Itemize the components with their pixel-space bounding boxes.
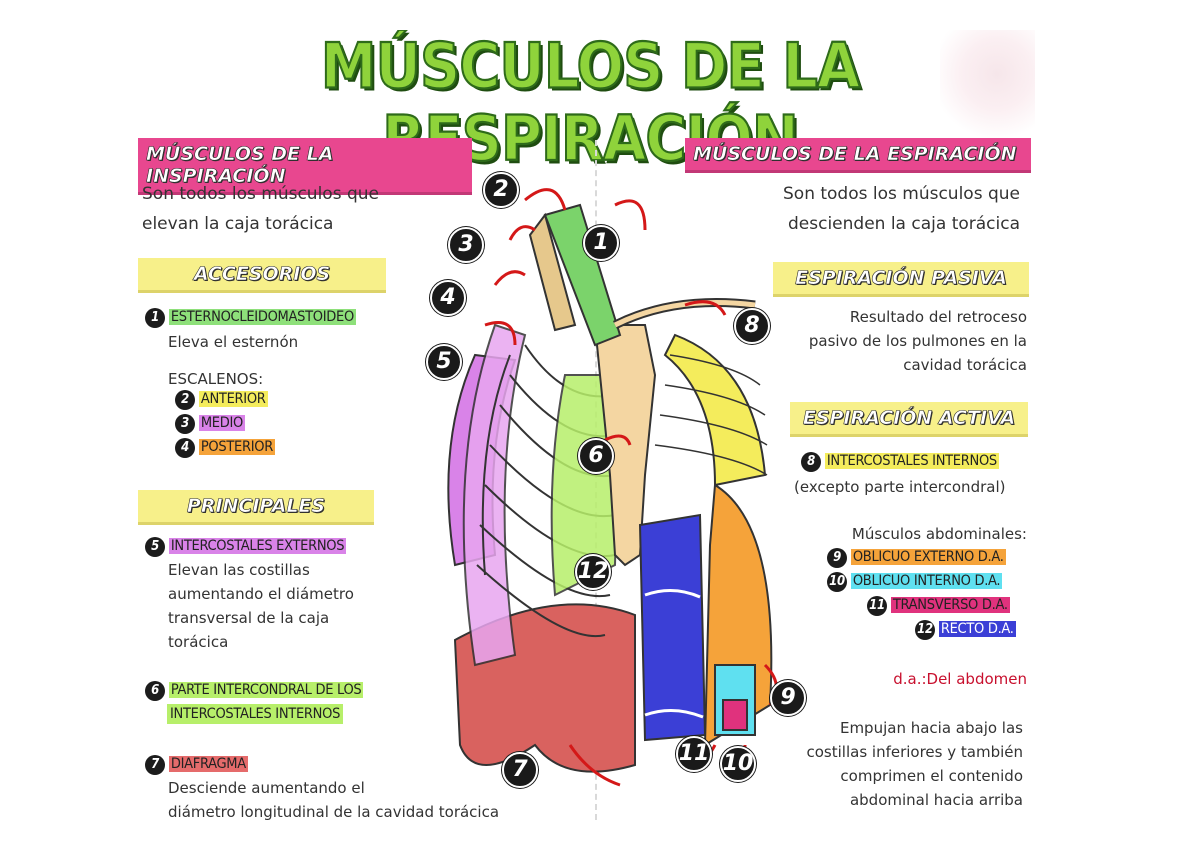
posterior-row: 4 POSTERIOR <box>172 437 278 458</box>
anterior-label: ANTERIOR <box>198 391 268 407</box>
diafragma-row: 7 DIAFRAGMA <box>142 754 251 775</box>
oblicuo-ext-row: 9 OBLICUO EXTERNO D.A. <box>824 547 1009 568</box>
scm-muscle <box>543 203 622 347</box>
transverso <box>722 699 748 731</box>
recto-abdominal <box>638 513 707 742</box>
intercondral-shape <box>550 374 622 597</box>
marker-7: 7 <box>502 752 538 788</box>
number-badge: 4 <box>175 438 195 458</box>
number-badge: 9 <box>827 548 847 568</box>
abdominales-label: Músculos abdominales: <box>851 525 1027 543</box>
number-badge: 8 <box>801 452 821 472</box>
number-badge: 6 <box>145 681 165 701</box>
diafragma-label: DIAFRAGMA <box>168 756 248 772</box>
right-intercostales <box>663 333 767 487</box>
int-ext-desc-1: Elevan las costillas <box>168 561 310 579</box>
empujan-2: costillas inferiores y también <box>806 743 1024 761</box>
marker-12: 12 <box>575 554 611 590</box>
espiracion-intro-2: descienden la caja torácica <box>788 214 1020 234</box>
espiracion-banner: MÚSCULOS DE LA ESPIRACIÓN <box>685 138 1031 170</box>
scalene-muscles <box>528 212 577 332</box>
oblicuo-int-label: OBLICUO INTERNO D.A. <box>850 573 1003 589</box>
activa-banner: ESPIRACIÓN ACTIVA <box>790 402 1028 434</box>
marker-9: 9 <box>770 680 806 716</box>
inspiracion-banner: MÚSCULOS DE LA INSPIRACIÓN <box>138 138 472 192</box>
intercondral-label-1: PARTE INTERCONDRAL DE LOS <box>168 682 364 698</box>
oblicuo-int-row: 10 OBLICUO INTERNO D.A. <box>824 571 1005 592</box>
recto-label: RECTO D.A. <box>938 621 1016 637</box>
intercondral-row: 6 PARTE INTERCONDRAL DE LOS <box>142 680 366 701</box>
empujan-1: Empujan hacia abajo las <box>839 719 1023 737</box>
number-badge: 11 <box>867 596 887 616</box>
marker-8: 8 <box>734 308 770 344</box>
number-badge: 7 <box>145 755 165 775</box>
infographic-sheet: MÚSCULOS DE LA RESPIRACIÓN MÚSCULOS DE L… <box>130 30 1035 820</box>
pasiva-desc-2: pasivo de los pulmones en la <box>808 332 1027 350</box>
diafragma-desc-1: Desciende aumentando el <box>168 779 365 797</box>
recto-row: 12 RECTO D.A. <box>912 619 1019 640</box>
pasiva-desc-1: Resultado del retroceso <box>849 308 1027 326</box>
da-note: d.a.:Del abdomen <box>893 670 1027 688</box>
pasiva-desc-3: cavidad torácica <box>903 356 1027 374</box>
medio-label: MEDIO <box>198 415 245 431</box>
escalenos-label: ESCALENOS: <box>168 370 264 388</box>
transverso-row: 11 TRANSVERSO D.A. <box>864 595 1013 616</box>
number-badge: 3 <box>175 414 195 434</box>
marker-11: 11 <box>676 736 712 772</box>
transverso-label: TRANSVERSO D.A. <box>890 597 1010 613</box>
int-ext-desc-3: transversal de la caja <box>168 609 330 627</box>
rib-cage-illustration <box>447 188 778 787</box>
esterno-row: 1 ESTERNOCLEIDOMASTOIDEO <box>142 307 359 328</box>
marker-2: 2 <box>483 172 519 208</box>
int-ext-row: 5 INTERCOSTALES EXTERNOS <box>142 536 349 557</box>
int-ext-desc-2: aumentando el diámetro <box>168 585 354 603</box>
esterno-label: ESTERNOCLEIDOMASTOIDEO <box>168 309 356 325</box>
marker-5: 5 <box>426 344 462 380</box>
int-internos-row: 8 INTERCOSTALES INTERNOS <box>798 451 1002 472</box>
int-internos-label: INTERCOSTALES INTERNOS <box>824 453 999 469</box>
empujan-3: comprimen el contenido <box>840 767 1023 785</box>
number-badge: 10 <box>827 572 847 592</box>
marker-3: 3 <box>448 227 484 263</box>
posterior-label: POSTERIOR <box>198 439 276 455</box>
marker-4: 4 <box>430 280 466 316</box>
number-badge: 12 <box>915 620 935 640</box>
inspiracion-intro-2: elevan la caja torácica <box>142 214 334 234</box>
number-badge: 2 <box>175 390 195 410</box>
empujan-4: abdominal hacia arriba <box>849 791 1023 809</box>
intercondral-label-2: INTERCOSTALES INTERNOS <box>167 704 344 724</box>
principales-banner: PRINCIPALES <box>138 490 374 522</box>
marker-6: 6 <box>578 438 614 474</box>
number-badge: 1 <box>145 308 165 328</box>
inspiracion-intro-1: Son todos los músculos que <box>142 184 379 204</box>
sternum <box>593 324 657 567</box>
medio-row: 3 MEDIO <box>172 413 248 434</box>
excepto-text: (excepto parte intercondral) <box>794 478 1006 496</box>
oblicuo-ext-label: OBLICUO EXTERNO D.A. <box>850 549 1006 565</box>
number-badge: 5 <box>145 537 165 557</box>
int-ext-label: INTERCOSTALES EXTERNOS <box>168 538 347 554</box>
decorative-flowers <box>940 30 1035 140</box>
esterno-desc: Eleva el esternón <box>168 333 299 351</box>
marker-10: 10 <box>720 746 756 782</box>
marker-1: 1 <box>583 225 619 261</box>
diafragma-desc-2: diámetro longitudinal de la cavidad torá… <box>168 803 500 820</box>
accesorios-banner: ACCESORIOS <box>138 258 386 290</box>
espiracion-intro-1: Son todos los músculos que <box>783 184 1020 204</box>
pasiva-banner: ESPIRACIÓN PASIVA <box>773 262 1029 294</box>
int-ext-desc-4: torácica <box>168 633 229 651</box>
anterior-row: 2 ANTERIOR <box>172 389 271 410</box>
